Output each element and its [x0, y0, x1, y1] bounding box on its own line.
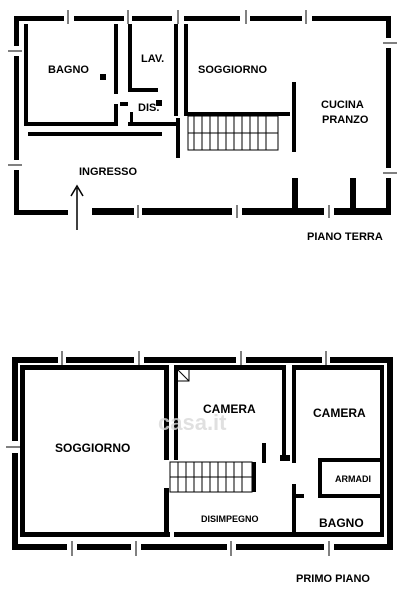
room-label-armadi: ARMADI	[335, 474, 371, 484]
room-label-dis-ground: DIS.	[138, 102, 159, 114]
room-label-disimpegno: DISIMPEGNO	[201, 514, 259, 524]
room-label-camera-right: CAMERA	[313, 406, 366, 420]
first-floor-stairs	[169, 461, 253, 493]
room-label-soggiorno-first: SOGGIORNO	[55, 441, 130, 455]
chimney-flue-marker	[176, 368, 190, 382]
room-label-ingresso: INGRESSO	[79, 166, 138, 178]
ground-floor-stairs	[187, 115, 279, 151]
floor-caption-first: PRIMO PIANO	[296, 573, 370, 585]
room-label-cucina-line1: CUCINA	[321, 99, 364, 111]
first-floor-window-markers	[6, 351, 330, 556]
room-label-cucina-line2: PRANZO	[322, 114, 369, 126]
first-floor-plan	[12, 357, 393, 550]
floor-caption-ground: PIANO TERRA	[307, 231, 383, 243]
room-label-lavanderia: LAV.	[141, 53, 164, 65]
ground-floor-plan	[14, 16, 391, 215]
room-label-soggiorno-ground: SOGGIORNO	[198, 64, 268, 76]
watermark-text: casa.it	[158, 410, 227, 435]
ground-floor-window-markers	[8, 10, 397, 218]
entrance-arrow	[70, 184, 84, 230]
room-label-bagno-first: BAGNO	[319, 516, 364, 530]
room-label-camera-center: CAMERA	[203, 402, 256, 416]
room-label-bagno-ground: BAGNO	[48, 64, 89, 76]
